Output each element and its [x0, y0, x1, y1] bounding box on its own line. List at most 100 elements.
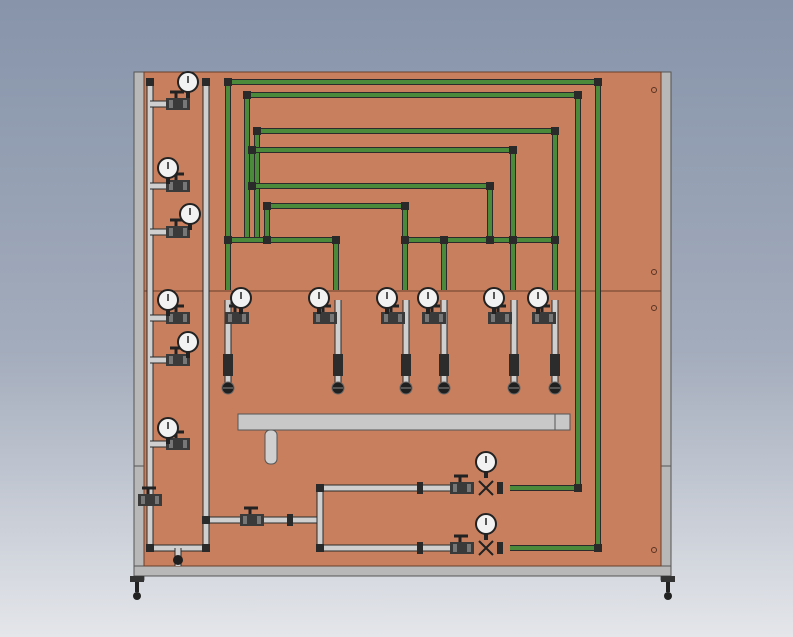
pipe-elbow — [224, 78, 232, 86]
mount-bolt — [651, 547, 657, 553]
valve-nut — [467, 544, 471, 552]
meter-body — [439, 354, 449, 376]
valve-nut — [453, 544, 457, 552]
pressure-gauge — [376, 287, 398, 314]
pressure-gauge — [308, 287, 330, 314]
gauge-stem — [317, 308, 321, 314]
pressure-gauge — [483, 287, 505, 314]
pipe-elbow — [248, 182, 256, 190]
flow-meter — [331, 354, 345, 395]
ball-valve — [240, 506, 264, 526]
valve-nut — [257, 516, 261, 524]
pressure-gauge — [157, 289, 179, 316]
green-pipe — [265, 204, 407, 240]
green-pipe — [250, 148, 515, 240]
pipe-elbow — [401, 236, 409, 244]
gauge-stem — [484, 472, 488, 478]
gauge-stem — [426, 308, 430, 314]
pipe-elbow — [594, 78, 602, 86]
valve-nut — [398, 314, 402, 322]
meter-body — [333, 354, 343, 376]
mount-bolt — [651, 305, 657, 311]
pipe-union — [417, 542, 423, 554]
cross-junction — [478, 480, 494, 496]
pressure-gauge — [475, 513, 497, 540]
cross-line — [478, 480, 494, 496]
ball-valve — [138, 486, 162, 506]
pipe-union — [497, 542, 503, 554]
pipe-elbow — [401, 202, 409, 210]
valve-nut — [155, 496, 159, 504]
valve-nut — [183, 356, 187, 364]
flow-meter — [399, 354, 413, 395]
valve-nut — [453, 484, 457, 492]
horizontal-manifold — [237, 413, 571, 465]
flow-meter — [548, 354, 562, 395]
valve-nut — [169, 182, 173, 190]
valve-nut — [183, 228, 187, 236]
pressure-gauge — [230, 287, 252, 314]
gauge-stem — [188, 224, 192, 230]
flow-meters — [173, 354, 562, 565]
pipe-elbow — [594, 544, 602, 552]
pipe-elbow — [224, 236, 232, 244]
pipe-elbow — [486, 182, 494, 190]
flow-meter — [221, 354, 235, 395]
gauge-stem — [492, 308, 496, 314]
caster-left — [130, 576, 144, 600]
frame-right-post — [660, 71, 672, 581]
gauge-stem — [166, 438, 170, 444]
valve-nut — [316, 314, 320, 322]
pipe-elbow — [574, 484, 582, 492]
pipe-elbow — [202, 544, 210, 552]
cross-line — [478, 540, 494, 556]
valve-nut — [384, 314, 388, 322]
pipe-elbow — [263, 236, 271, 244]
ball-valve — [450, 534, 474, 554]
pipe-union — [287, 514, 293, 526]
gauge-stem — [385, 308, 389, 314]
cross-junction — [478, 540, 494, 556]
valve-nut — [169, 356, 173, 364]
pipe-elbow — [551, 127, 559, 135]
valve-nut — [228, 314, 232, 322]
valve-nut — [183, 440, 187, 448]
gauge-stem — [186, 352, 190, 358]
ball-valve — [166, 90, 190, 110]
valve-nut — [169, 314, 173, 322]
pipe-elbow — [146, 78, 154, 86]
valve-nut — [183, 314, 187, 322]
drain-valve — [173, 555, 183, 565]
valve-nut — [535, 314, 539, 322]
pipe-elbow — [551, 236, 559, 244]
gauge-stem — [166, 178, 170, 184]
meter-body — [550, 354, 560, 376]
flow-meter — [507, 354, 521, 395]
ball-valve — [166, 346, 190, 366]
meter-body — [401, 354, 411, 376]
valve-nut — [505, 314, 509, 322]
pipe-union — [417, 482, 423, 494]
gauge-stem — [166, 310, 170, 316]
valve-nut — [549, 314, 553, 322]
pipe-elbow — [509, 236, 517, 244]
green-pipe — [245, 93, 580, 488]
valve-nut — [243, 516, 247, 524]
manifold-drop-tube — [264, 429, 278, 465]
meter-body — [509, 354, 519, 376]
pipe-elbow — [332, 236, 340, 244]
pipe-elbow — [316, 544, 324, 552]
valve-nut — [169, 100, 173, 108]
gauge-stem — [239, 308, 243, 314]
valve-nut — [183, 182, 187, 190]
pressure-gauge — [475, 451, 497, 478]
valve-nut — [141, 496, 145, 504]
pipe-elbow — [202, 516, 210, 524]
pressure-gauge — [157, 157, 179, 184]
pipe-elbow — [509, 146, 517, 154]
valve-nut — [439, 314, 443, 322]
pipe-elbow — [248, 146, 256, 154]
gauge-stem — [536, 308, 540, 314]
pipe-elbow — [146, 544, 154, 552]
